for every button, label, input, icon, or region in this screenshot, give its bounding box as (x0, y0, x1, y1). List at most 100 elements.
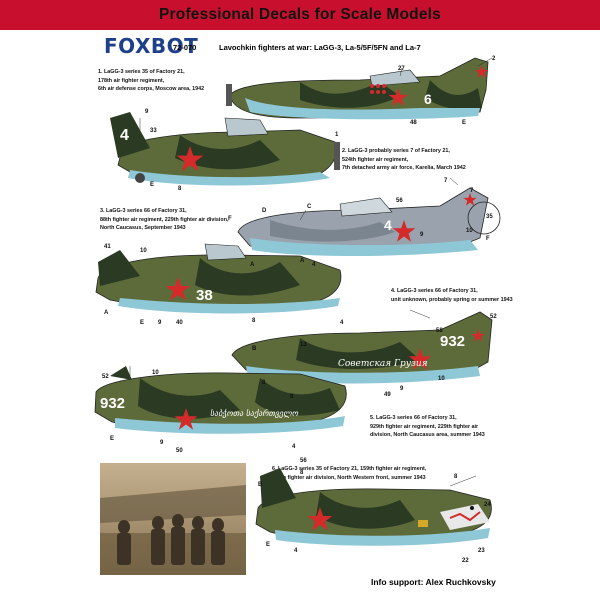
caption-line: 5. LaGG-3 series 66 of Factory 31, (370, 415, 457, 421)
callout-label: 49 (384, 392, 391, 398)
caption-line: 6. LaGG-3 series 35 of Factory 21, 159th… (272, 466, 427, 472)
callout-label: 7 (470, 188, 474, 194)
caption-line: 1. LaGG-3 series 35 of Factory 21, (98, 69, 185, 75)
callout-label: 9 (420, 232, 424, 238)
callout-label: E (110, 436, 114, 442)
foxbot-logo: FOXBOT (104, 34, 199, 58)
caption-6: 6. LaGG-3 series 35 of Factory 21, 159th… (272, 465, 426, 482)
callout-label: 10 (466, 228, 473, 234)
caption-line: 929th fighter air regiment, 229th fighte… (370, 423, 479, 430)
callout-label: 8 (300, 470, 304, 476)
callout-label: 52 (490, 314, 497, 320)
slogan-text: საბჭოთა საქართველო (210, 408, 299, 418)
caption-5: 5. LaGG-3 series 66 of Factory 31, 929th… (370, 414, 485, 440)
nose-number: 932 (100, 395, 125, 412)
fuselage-number: 38 (196, 287, 213, 304)
callout-label: 52 (102, 374, 109, 380)
callout-label: 10 (140, 248, 147, 254)
callout-label: 1 (335, 132, 339, 138)
callout-label: 22 (462, 558, 469, 564)
callout-label: 10 (152, 370, 159, 376)
caption-4: 4. LaGG-3 series 66 of Factory 31, unit … (391, 287, 513, 304)
callout-label: D (262, 208, 267, 214)
aircraft-5: 932 Советская Грузия (231, 311, 493, 384)
callout-lines (129, 57, 493, 487)
callout-label: 27 (398, 66, 405, 72)
callout-label: E (462, 120, 466, 126)
callout-label: 56 (396, 198, 403, 204)
header-banner (0, 0, 600, 30)
caption-1: 1. LaGG-3 series 35 of Factory 21, 178th… (98, 68, 204, 94)
svg-text:4: 4 (384, 217, 392, 233)
callout-label: 9 (145, 109, 149, 115)
callout-label: 8 (252, 318, 256, 324)
callout-label: E (140, 320, 144, 326)
callout-label: 9 (400, 386, 404, 392)
callout-label: 56 (300, 458, 307, 464)
callouts: 2 27 7 9 33 1 48 E D C E 8 F A A 56 7 35… (102, 56, 497, 564)
caption-line: North Caucasus, September 1943 (100, 225, 186, 232)
callout-label: 7 (444, 178, 448, 184)
callout-label: F (486, 236, 490, 242)
callout-label: 50 (176, 448, 183, 454)
callout-label: A (104, 310, 109, 316)
callout-label: B (258, 482, 263, 488)
caption-line: 7th detached army air force, Karelia, Ma… (342, 165, 466, 172)
callout-label: 40 (176, 320, 183, 326)
tail-number: 4 (120, 127, 129, 144)
caption-2: 2. LaGG-3 probably series 7 of Factory 2… (342, 147, 466, 173)
callout-label: 41 (104, 244, 111, 250)
aircraft-6: 932 საბჭოთა საქართველო (94, 366, 347, 434)
caption-line: 88th fighter air regiment, 229th fighter… (100, 216, 229, 223)
callout-label: 4 (292, 444, 296, 450)
banner-title: Professional Decals for Scale Models (159, 6, 441, 23)
callout-label: 4 (294, 548, 298, 554)
photo-content (100, 485, 246, 575)
callout-label: E (266, 542, 270, 548)
caption-line: 524th fighter air regiment, (342, 156, 409, 163)
caption-line: 4. LaGG-3 series 66 of Factory 31, (391, 288, 478, 294)
info-support: Info support: Alex Ruchkovsky (371, 577, 496, 587)
callout-label: 8 (262, 380, 266, 386)
caption-line: division, North Caucasus area, summer 19… (370, 432, 485, 439)
caption-line: 3. LaGG-3 series 66 of Factory 31, (100, 208, 187, 214)
callout-label: 8 (454, 474, 458, 480)
callout-label: 58 (436, 328, 443, 334)
callout-label: 4 (312, 262, 316, 268)
aircraft-4: 38 (95, 243, 342, 314)
callout-label: A (250, 262, 255, 268)
historic-photo (100, 463, 246, 575)
callout-label: 2 (492, 56, 496, 62)
caption-3: 3. LaGG-3 series 66 of Factory 31, 88th … (100, 207, 229, 233)
callout-label: 23 (478, 548, 485, 554)
nose-number: 932 (440, 333, 465, 350)
product-title: Lavochkin fighters at war: LaGG-3, La-5/… (219, 43, 421, 52)
callout-label: 13 (300, 342, 307, 348)
callout-label: B (252, 346, 257, 352)
callout-label: 4 (340, 320, 344, 326)
callout-label: 8 (178, 186, 182, 192)
caption-line: unit unknown, probably spring or summer … (391, 296, 513, 303)
caption-line: 240th fighter air division, North Wester… (272, 474, 426, 481)
callout-label: C (307, 204, 312, 210)
callout-label: 9 (160, 440, 164, 446)
caption-line: 178th air fighter regiment, (98, 77, 165, 84)
callout-label: F (228, 216, 232, 222)
product-code: 72-070 (173, 43, 197, 52)
callout-label: 24 (484, 502, 491, 508)
callout-label: 33 (150, 128, 157, 134)
aircraft-2: 4 (110, 112, 340, 186)
callout-label: 10 (438, 376, 445, 382)
callout-label: 9 (158, 320, 162, 326)
caption-line: 6th air defense corps, Moscow area, 1942 (98, 86, 205, 93)
aircraft-1: 6 (226, 57, 489, 120)
callout-label: 8 (290, 394, 294, 400)
callout-label: A (300, 258, 305, 264)
callout-label: E (150, 182, 154, 188)
callout-label: 48 (410, 120, 417, 126)
tail-number: 6 (424, 91, 432, 107)
aircraft-3: 4 (237, 187, 501, 256)
slogan-text: Советская Грузия (338, 359, 428, 369)
callout-label: 35 (486, 214, 493, 220)
